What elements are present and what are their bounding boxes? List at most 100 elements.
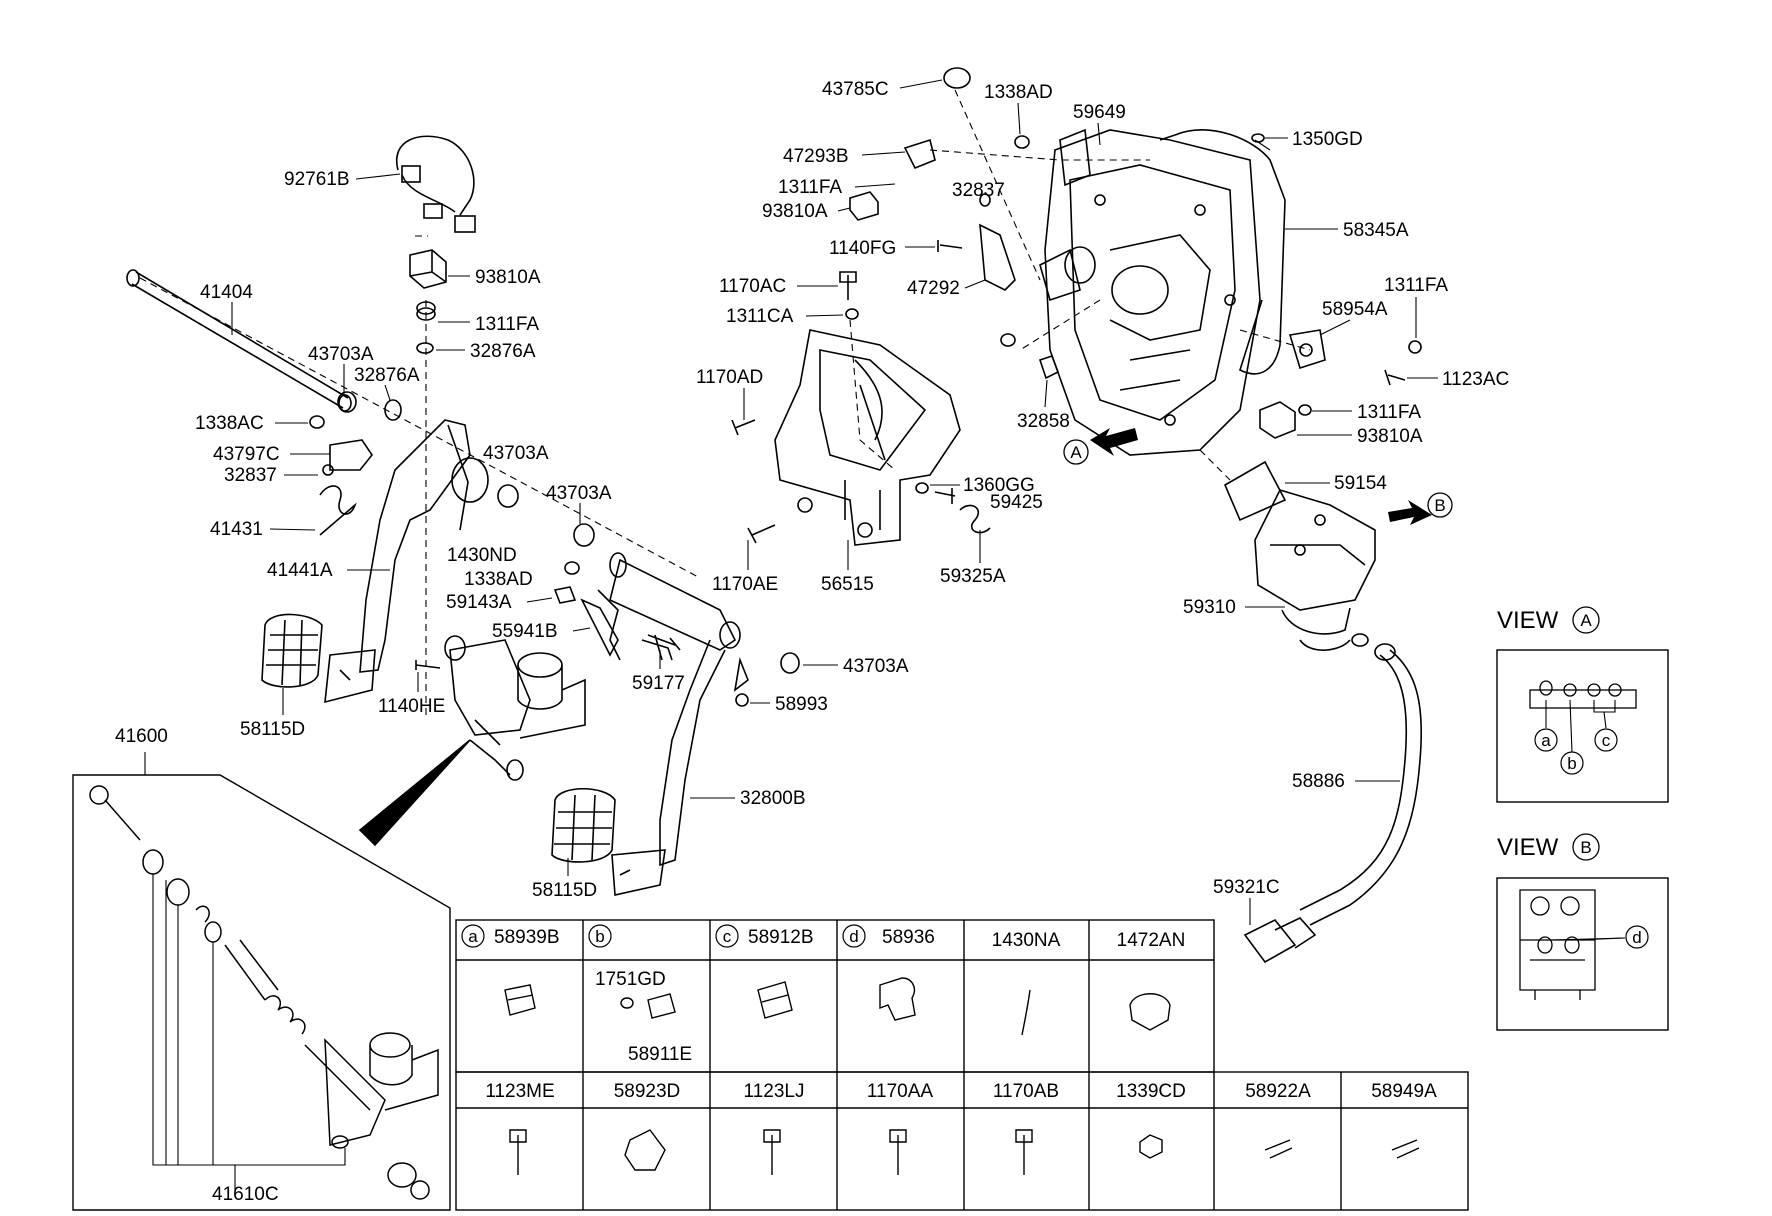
label-1360GG: 1360GG bbox=[963, 475, 1035, 496]
label-1311FA-4: 1311FA bbox=[1357, 402, 1421, 423]
master-cylinder-drawing bbox=[444, 635, 586, 781]
parts-table-icons bbox=[504, 977, 1420, 1175]
label-59143A: 59143A bbox=[446, 592, 512, 613]
label-58115D-2: 58115D bbox=[532, 880, 597, 901]
label-32837-2: 32837 bbox=[952, 180, 1005, 201]
label-1338AD-2: 1338AD bbox=[984, 82, 1053, 103]
table-code-58923D: 58923D bbox=[614, 1081, 681, 1102]
table-code-58939B: 58939B bbox=[494, 927, 560, 948]
table-code-1123LJ: 1123LJ bbox=[744, 1081, 805, 1102]
label-1430ND: 1430ND bbox=[447, 545, 517, 566]
label-43785C: 43785C bbox=[822, 79, 889, 100]
label-41610C: 41610C bbox=[212, 1184, 279, 1205]
label-32876A-2: 32876A bbox=[354, 365, 420, 386]
label-58345A: 58345A bbox=[1343, 220, 1409, 241]
view-a-arrow-letter: A bbox=[1070, 443, 1082, 462]
label-32800B: 32800B bbox=[740, 788, 806, 809]
view-a-title-letter: A bbox=[1580, 611, 1592, 630]
label-93810A-3: 93810A bbox=[1357, 426, 1423, 447]
label-56515: 56515 bbox=[821, 574, 874, 595]
label-1311FA: 1311FA bbox=[475, 314, 539, 335]
gasket-drawing bbox=[1174, 129, 1286, 375]
label-1350GD: 1350GD bbox=[1292, 129, 1363, 150]
label-55941B: 55941B bbox=[492, 621, 558, 642]
label-92761B: 92761B bbox=[284, 169, 350, 190]
label-1170AE: 1170AE bbox=[712, 574, 778, 595]
view-a-panel: VIEW A a b c bbox=[1496, 606, 1669, 803]
table-code-1472AN: 1472AN bbox=[1117, 930, 1186, 951]
table-circle-b: b bbox=[595, 927, 604, 946]
switch-harness-drawing bbox=[395, 135, 476, 233]
label-1123AC: 1123AC bbox=[1442, 369, 1509, 390]
parts-table bbox=[455, 919, 1469, 1211]
label-93810A-2: 93810A bbox=[762, 201, 828, 222]
view-a-callout-b: b bbox=[1567, 754, 1576, 773]
label-59310: 59310 bbox=[1183, 597, 1236, 618]
table-code-58949A: 58949A bbox=[1371, 1081, 1437, 1102]
table-sub-1751GD: 1751GD bbox=[595, 969, 666, 990]
label-43703A-2: 43703A bbox=[483, 443, 549, 464]
label-1311FA-3: 1311FA bbox=[1384, 275, 1448, 296]
label-41404: 41404 bbox=[200, 282, 253, 303]
label-1311CA: 1311CA bbox=[726, 306, 794, 327]
view-b-arrow-letter: B bbox=[1434, 496, 1445, 515]
label-1170AC: 1170AC bbox=[719, 276, 786, 297]
table-sub-58911E: 58911E bbox=[628, 1044, 692, 1065]
view-b-title: VIEW bbox=[1497, 834, 1559, 861]
view-b-arrow: B bbox=[1388, 492, 1453, 525]
label-1311FA-2: 1311FA bbox=[778, 177, 842, 198]
clutch-pedal-pad-drawing bbox=[551, 788, 616, 863]
label-59177: 59177 bbox=[632, 673, 685, 694]
label-47293B: 47293B bbox=[783, 146, 849, 167]
label-1338AD: 1338AD bbox=[464, 569, 533, 590]
view-a-callout-a: a bbox=[1541, 731, 1551, 750]
table-code-58912B: 58912B bbox=[748, 927, 814, 948]
pedal-bracket-drawing bbox=[774, 329, 961, 546]
label-43703A-3: 43703A bbox=[546, 483, 612, 504]
table-code-1339CD: 1339CD bbox=[1116, 1081, 1186, 1102]
label-43703A-4: 43703A bbox=[843, 656, 909, 677]
label-47292: 47292 bbox=[907, 278, 960, 299]
brake-pedal-pad-drawing bbox=[261, 613, 323, 688]
label-41600: 41600 bbox=[115, 726, 168, 747]
clutch-booster-drawing bbox=[1223, 460, 1376, 651]
view-b-panel: VIEW B d bbox=[1496, 833, 1669, 1031]
table-code-1123ME: 1123ME bbox=[485, 1081, 554, 1102]
table-code-58936: 58936 bbox=[882, 927, 935, 948]
label-58886: 58886 bbox=[1292, 771, 1345, 792]
label-43797C: 43797C bbox=[213, 444, 280, 465]
label-58115D: 58115D bbox=[240, 719, 305, 740]
table-code-58922A: 58922A bbox=[1245, 1081, 1311, 1102]
label-58954A: 58954A bbox=[1322, 299, 1388, 320]
stop-switch-drawing bbox=[409, 249, 447, 289]
label-59425: 59425 bbox=[990, 492, 1043, 513]
label-32837: 32837 bbox=[224, 465, 277, 486]
label-59649: 59649 bbox=[1073, 102, 1126, 123]
label-1140FG: 1140FG bbox=[829, 238, 896, 259]
view-a-arrow: A bbox=[1063, 428, 1138, 465]
table-code-1170AB: 1170AB bbox=[993, 1081, 1059, 1102]
table-code-1170AA: 1170AA bbox=[867, 1081, 934, 1102]
table-circle-d: d bbox=[849, 927, 858, 946]
label-41431: 41431 bbox=[210, 519, 263, 540]
label-58993: 58993 bbox=[775, 694, 828, 715]
label-93810A: 93810A bbox=[475, 267, 541, 288]
label-59325A: 59325A bbox=[940, 566, 1006, 587]
master-cylinder-detail-box bbox=[72, 752, 451, 1211]
label-43703A: 43703A bbox=[308, 344, 374, 365]
label-1170AD: 1170AD bbox=[696, 367, 763, 388]
view-b-title-letter: B bbox=[1580, 838, 1591, 857]
label-1338AC: 1338AC bbox=[195, 413, 264, 434]
view-a-title: VIEW bbox=[1497, 607, 1559, 634]
label-59154: 59154 bbox=[1334, 473, 1387, 494]
parts-table-row2-headers: 1123ME 58923D 1123LJ 1170AA 1170AB 1339C… bbox=[485, 1081, 1437, 1102]
pedal-housing-drawing bbox=[1039, 128, 1261, 456]
table-circle-a: a bbox=[468, 927, 478, 946]
brake-pedal-arm-drawing bbox=[324, 419, 489, 704]
label-32858: 32858 bbox=[1017, 411, 1070, 432]
label-41441A: 41441A bbox=[267, 560, 333, 581]
clutch-hose-drawing bbox=[1299, 654, 1408, 911]
leader-lines bbox=[139, 89, 1311, 720]
